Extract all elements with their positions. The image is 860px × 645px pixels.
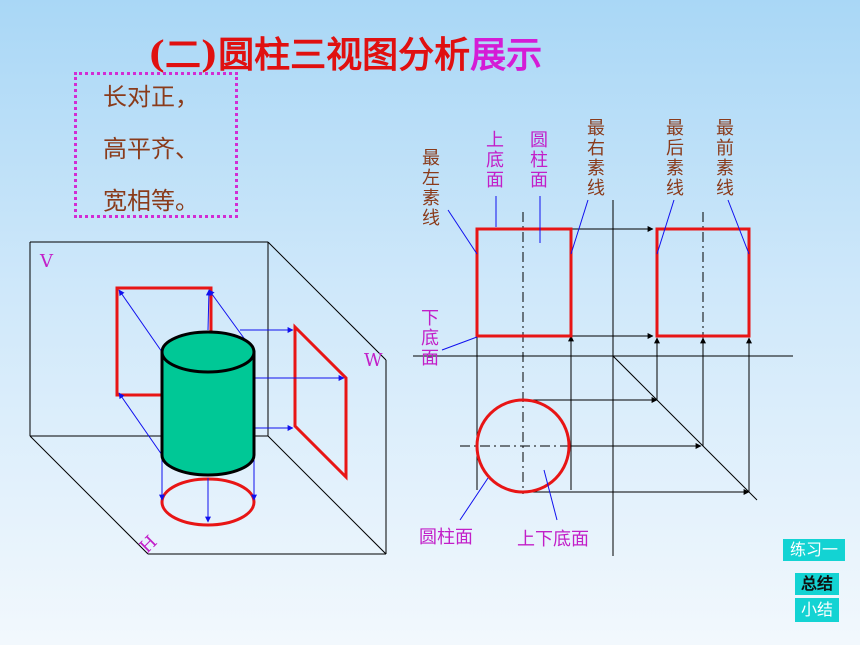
summary-button[interactable]: 总结 [795, 573, 839, 595]
projection-lines [476, 226, 752, 495]
front-view [475, 227, 573, 338]
exercise-button[interactable]: 练习一 [783, 539, 845, 561]
projection-rules-box: 长对正， 高平齐、 宽相等。 [74, 72, 238, 218]
label-top-bottom-base: 上下底面 [517, 529, 589, 550]
label-leftmost-line: 最 左 素 线 [422, 148, 446, 229]
rule-length: 长对正， [103, 83, 199, 111]
label-rearmost-line: 最 后 素 线 [666, 118, 690, 199]
leader-lines [441, 196, 750, 521]
projection-box [29, 241, 387, 555]
page-title: (二)圆柱三视图分析展示 [148, 26, 542, 78]
center-lines [460, 212, 704, 494]
title-suffix: 展示 [470, 34, 543, 76]
label-cylinder-face-top: 圆 柱 面 [530, 130, 554, 191]
side-view [655, 227, 751, 338]
top-view [475, 398, 571, 494]
label-rightmost-line: 最 右 素 线 [587, 118, 611, 199]
label-bottom-base: 下 底 面 [421, 308, 445, 369]
w-plane-label: W [364, 350, 383, 371]
label-cylinder-face-bottom: 圆柱面 [419, 527, 473, 548]
side-view-projection [293, 323, 348, 481]
three-view-axes [413, 200, 793, 556]
title-main: (二)圆柱三视图分析 [148, 34, 471, 76]
rule-width: 宽相等。 [103, 187, 199, 215]
mini-summary-button[interactable]: 小结 [795, 598, 839, 622]
cylinder-3d [160, 330, 256, 477]
v-plane-label: V [39, 251, 54, 272]
label-frontmost-line: 最 前 素 线 [716, 118, 740, 199]
rule-height: 高平齐、 [103, 135, 199, 163]
label-top-base: 上 底 面 [486, 130, 510, 191]
